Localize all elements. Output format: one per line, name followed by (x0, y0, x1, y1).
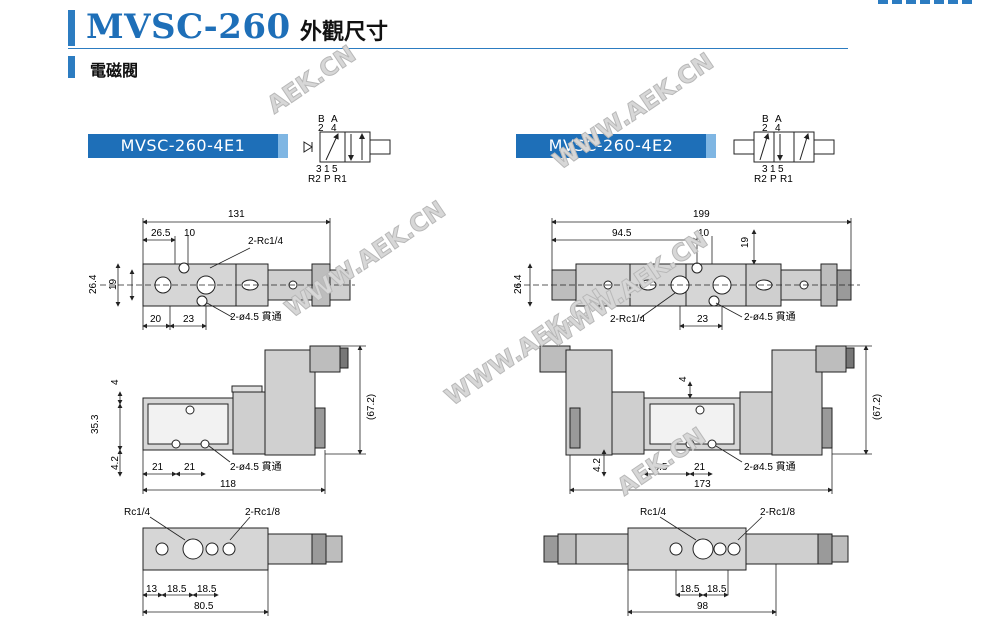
symbol-right-p: P (770, 174, 777, 185)
symbol-left-r1: R1 (334, 174, 347, 185)
dim-left-bottom-d2: 18.5 (167, 584, 187, 595)
dim-left-top-port: 2-Rc1/4 (248, 236, 283, 247)
dim-left-front-h2: 35.3 (90, 414, 101, 434)
symbol-right-a: A (775, 114, 782, 125)
dim-left-top-b1: 20 (150, 314, 162, 325)
dim-right-bottom-port-right: 2-Rc1/8 (760, 507, 795, 518)
dim-right-front-hole: 2-ø4.5 貫通 (744, 461, 796, 473)
symbol-right-r1: R1 (780, 174, 793, 185)
valve-symbol-left (303, 131, 391, 163)
symbol-left-p: P (324, 174, 331, 185)
dim-right-top-overall: 199 (693, 209, 710, 220)
symbol-right-b: B (762, 114, 769, 125)
dim-right-front-h1: 4 (678, 376, 689, 382)
dim-right-top-port: 2-Rc1/4 (610, 314, 645, 325)
dim-left-bottom-overall: 80.5 (194, 601, 214, 612)
dim-left-top-hole: 2-ø4.5 貫通 (230, 311, 282, 323)
dim-left-front-height: (67.2) (366, 394, 377, 420)
dim-left-top-h1: 26.4 (88, 274, 99, 294)
title-rule (68, 48, 848, 49)
dim-left-front-overall: 118 (220, 479, 236, 490)
front-view-right (539, 345, 855, 456)
front-view-left-dims (117, 345, 366, 494)
dim-left-front-h1: 4 (110, 379, 121, 385)
dim-right-bottom-port-left: Rc1/4 (640, 507, 667, 518)
dim-right-top-d1: 94.5 (612, 228, 632, 239)
dim-right-bottom-d2: 18.5 (680, 584, 700, 595)
section-label: 電磁閥 (90, 61, 139, 80)
dim-left-bottom-port-right: 2-Rc1/8 (245, 507, 280, 518)
dim-right-top-hole: 2-ø4.5 貫通 (744, 311, 796, 323)
dim-right-front-overall: 173 (694, 479, 711, 490)
dim-right-top-b1: 23 (697, 314, 709, 325)
symbol-right-5: 5 (778, 164, 784, 175)
symbol-right-r2: R2 (754, 174, 767, 185)
dim-right-bottom-overall: 98 (697, 601, 709, 612)
dim-left-bottom-port-left: Rc1/4 (124, 507, 151, 518)
symbol-left-3: 3 (316, 164, 322, 175)
page-title-suffix: 外觀尺寸 (300, 20, 389, 45)
valve-symbol-right (733, 131, 835, 163)
dim-left-front-b2: 21 (184, 462, 196, 473)
dim-right-front-h3: 4.2 (592, 458, 603, 472)
dim-left-front-hole: 2-ø4.5 貫通 (230, 461, 282, 473)
page-title: MVSC-260 (86, 7, 291, 47)
top-view-right-dims (527, 218, 852, 330)
symbol-right-2: 2 (762, 123, 768, 134)
dim-left-top-overall: 131 (228, 209, 245, 220)
dim-left-bottom-d3: 18.5 (197, 584, 217, 595)
symbol-right-4: 4 (775, 123, 781, 134)
model-tag-left: MVSC-260-4E1 (88, 134, 288, 158)
bottom-view-left-dims (142, 516, 269, 616)
dim-left-top-d2: 10 (184, 228, 196, 239)
dim-right-bottom-d3: 18.5 (707, 584, 727, 595)
section-accent-bar (68, 56, 75, 78)
dim-left-top-d1: 26.5 (151, 228, 171, 239)
front-view-right-dims (569, 345, 872, 494)
dim-left-front-h3: 4.2 (110, 456, 121, 470)
symbol-right-3: 3 (762, 164, 768, 175)
top-view-right (515, 262, 860, 307)
symbol-left-1: 1 (324, 164, 330, 175)
dim-right-top-h2: 19 (740, 236, 751, 248)
dim-left-front-b1: 21 (152, 462, 164, 473)
top-view-left (100, 262, 355, 307)
model-tag-right: MVSC-260-4E2 (516, 134, 716, 158)
dim-right-front-b1: 38.5 (648, 462, 668, 473)
corner-mark (878, 0, 972, 4)
symbol-left-4: 4 (331, 123, 337, 134)
title-accent-bar (68, 10, 75, 46)
top-view-left-dims (115, 218, 331, 330)
dim-right-front-height: (67.2) (872, 394, 883, 420)
symbol-right-1: 1 (770, 164, 776, 175)
dim-left-top-b2: 23 (183, 314, 195, 325)
dim-right-front-b2: 21 (694, 462, 706, 473)
symbol-left-2: 2 (318, 123, 324, 134)
dim-left-bottom-d1: 13 (146, 584, 158, 595)
dim-right-top-d2: 10 (698, 228, 710, 239)
bottom-view-right-dims (627, 516, 777, 616)
front-view-left (142, 345, 349, 456)
symbol-left-r2: R2 (308, 174, 321, 185)
symbol-left-5: 5 (332, 164, 338, 175)
dim-left-top-h2: 19 (108, 278, 119, 290)
bottom-view-right (543, 527, 849, 571)
dim-right-top-h1: 26.4 (513, 274, 524, 294)
bottom-view-left (142, 527, 343, 571)
symbol-left-a: A (331, 114, 338, 125)
symbol-left-b: B (318, 114, 325, 125)
